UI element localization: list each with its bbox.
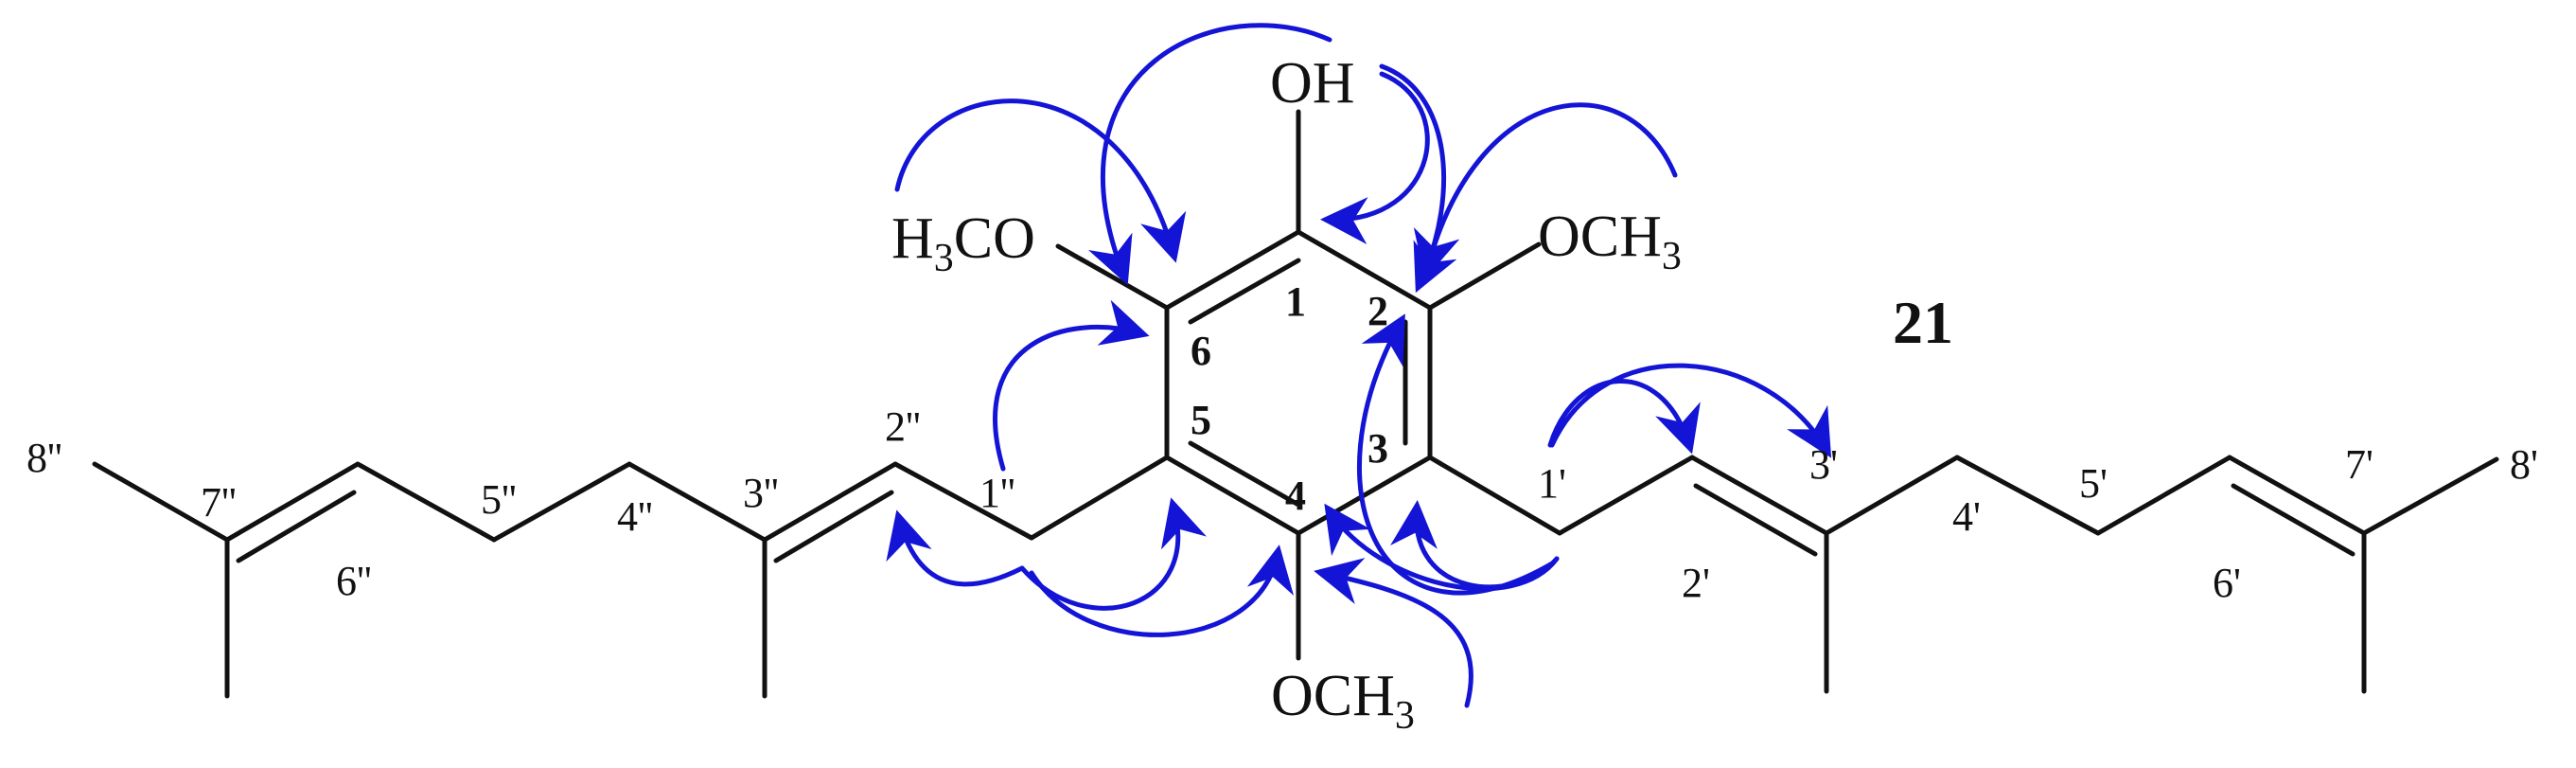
chain-left-number-6: 6'' (336, 558, 372, 604)
chain-right-number-7: 7' (2345, 441, 2373, 488)
hmbc-arrow-h1p-c2p (1547, 379, 1701, 455)
ring-number-4: 4 (1285, 473, 1306, 519)
bond-c4p-c5p (1954, 455, 2101, 536)
bond-c3pp-c4pp (626, 461, 768, 543)
chain-right-number-3: 3' (1809, 441, 1838, 488)
ring-number-2: 2 (1367, 288, 1388, 334)
chain-left-number-7: 7'' (201, 479, 237, 526)
bond-c1p-c2p (1557, 455, 1695, 536)
chain-left-number-1: 1'' (979, 470, 1015, 516)
bond-c5-c1pp (1029, 455, 1170, 541)
bond-c6-c1 (1164, 229, 1301, 311)
bond-c2pp-c3pp (762, 461, 898, 543)
bond-c7p-c8p (2361, 456, 2499, 536)
bond-c6-ome (1055, 243, 1170, 311)
hmbc-arrow-h1pp-c4 (1029, 545, 1295, 637)
hmbc-arrow-ome2-c2 (1413, 102, 1678, 279)
ring-number-3: 3 (1367, 425, 1388, 472)
chain-right-number-1: 1' (1538, 460, 1566, 507)
chain-right-number-2: 2' (1682, 560, 1710, 606)
hmbc-arrow-ome4-c4 (1314, 558, 1473, 708)
bond-c3-c4 (1296, 455, 1433, 536)
hmbc-arrow-oh-c6 (1088, 23, 1332, 286)
bond-c2p-c3p (1689, 455, 1829, 536)
bond-c3-c1p (1427, 455, 1562, 536)
chain-left-number-5: 5'' (481, 476, 517, 523)
hmbc-correlations (886, 23, 1832, 708)
chain-left-number-3: 3'' (743, 470, 779, 516)
bond-c6p-c7p (2227, 455, 2367, 536)
bond-c6pp-c7pp (224, 461, 361, 543)
ring-number-6: 6 (1191, 328, 1211, 374)
bond-c4pp-c5pp (491, 461, 632, 543)
chain-left-number-2: 2'' (885, 403, 921, 450)
chain-right-number-5: 5' (2079, 460, 2108, 507)
bond-c2p-c3p-inner (1693, 483, 1818, 557)
bond-c5pp-c6pp (355, 461, 497, 543)
bond-c4-c5 (1164, 455, 1301, 536)
bond-c6pp-c7pp-inner (236, 490, 357, 563)
atom-labels: OH H3CO OCH3 OCH3 21 1 2 3 4 5 6 1' 2' 3… (26, 51, 2538, 738)
bond-c6p-c7p-inner (2231, 483, 2355, 557)
methoxy-right-label: OCH3 (1538, 205, 1682, 278)
hmbc-arrow-h1p-c3p (1549, 363, 1832, 458)
hmbc-arrow-h1p-c2 (1357, 313, 1555, 596)
bond-c4-c5-inner (1188, 440, 1301, 508)
hmbc-arrow-ome6-c6 (894, 98, 1187, 263)
chain-left-number-4: 4'' (617, 493, 653, 540)
chain-right-number-8: 8' (2510, 441, 2538, 488)
bond-c3p-c4p (1824, 455, 1960, 536)
molecule-bonds (92, 109, 2499, 699)
methoxy-bottom-label: OCH3 (1271, 664, 1415, 738)
bond-c5p-c6p (2095, 455, 2232, 536)
methoxy-left-label: H3CO (891, 206, 1035, 280)
bond-c2pp-c3pp-inner (773, 490, 894, 563)
bond-c7pp-c8pp (92, 461, 230, 543)
ring-number-1: 1 (1285, 278, 1306, 325)
bond-c2-ome (1427, 241, 1542, 311)
hmbc-arrow-h1pp-c5 (1019, 497, 1207, 611)
hydroxyl-label: OH (1270, 51, 1355, 116)
hmbc-arrow-oh-c1 (1320, 71, 1430, 244)
bond-c1pp-c2pp (892, 461, 1034, 541)
chain-left-number-8: 8'' (26, 435, 62, 481)
ring-number-5: 5 (1191, 397, 1211, 443)
bond-c1-c2 (1296, 229, 1433, 311)
hmbc-arrow-h1pp-c6 (993, 299, 1150, 472)
compound-number: 21 (1893, 289, 1953, 356)
hmbc-arrow-h1pp-c2pp (886, 509, 1025, 587)
chain-right-number-6: 6' (2213, 560, 2241, 606)
bond-c6-c1-inner (1188, 258, 1301, 325)
chain-right-number-4: 4' (1952, 493, 1981, 540)
